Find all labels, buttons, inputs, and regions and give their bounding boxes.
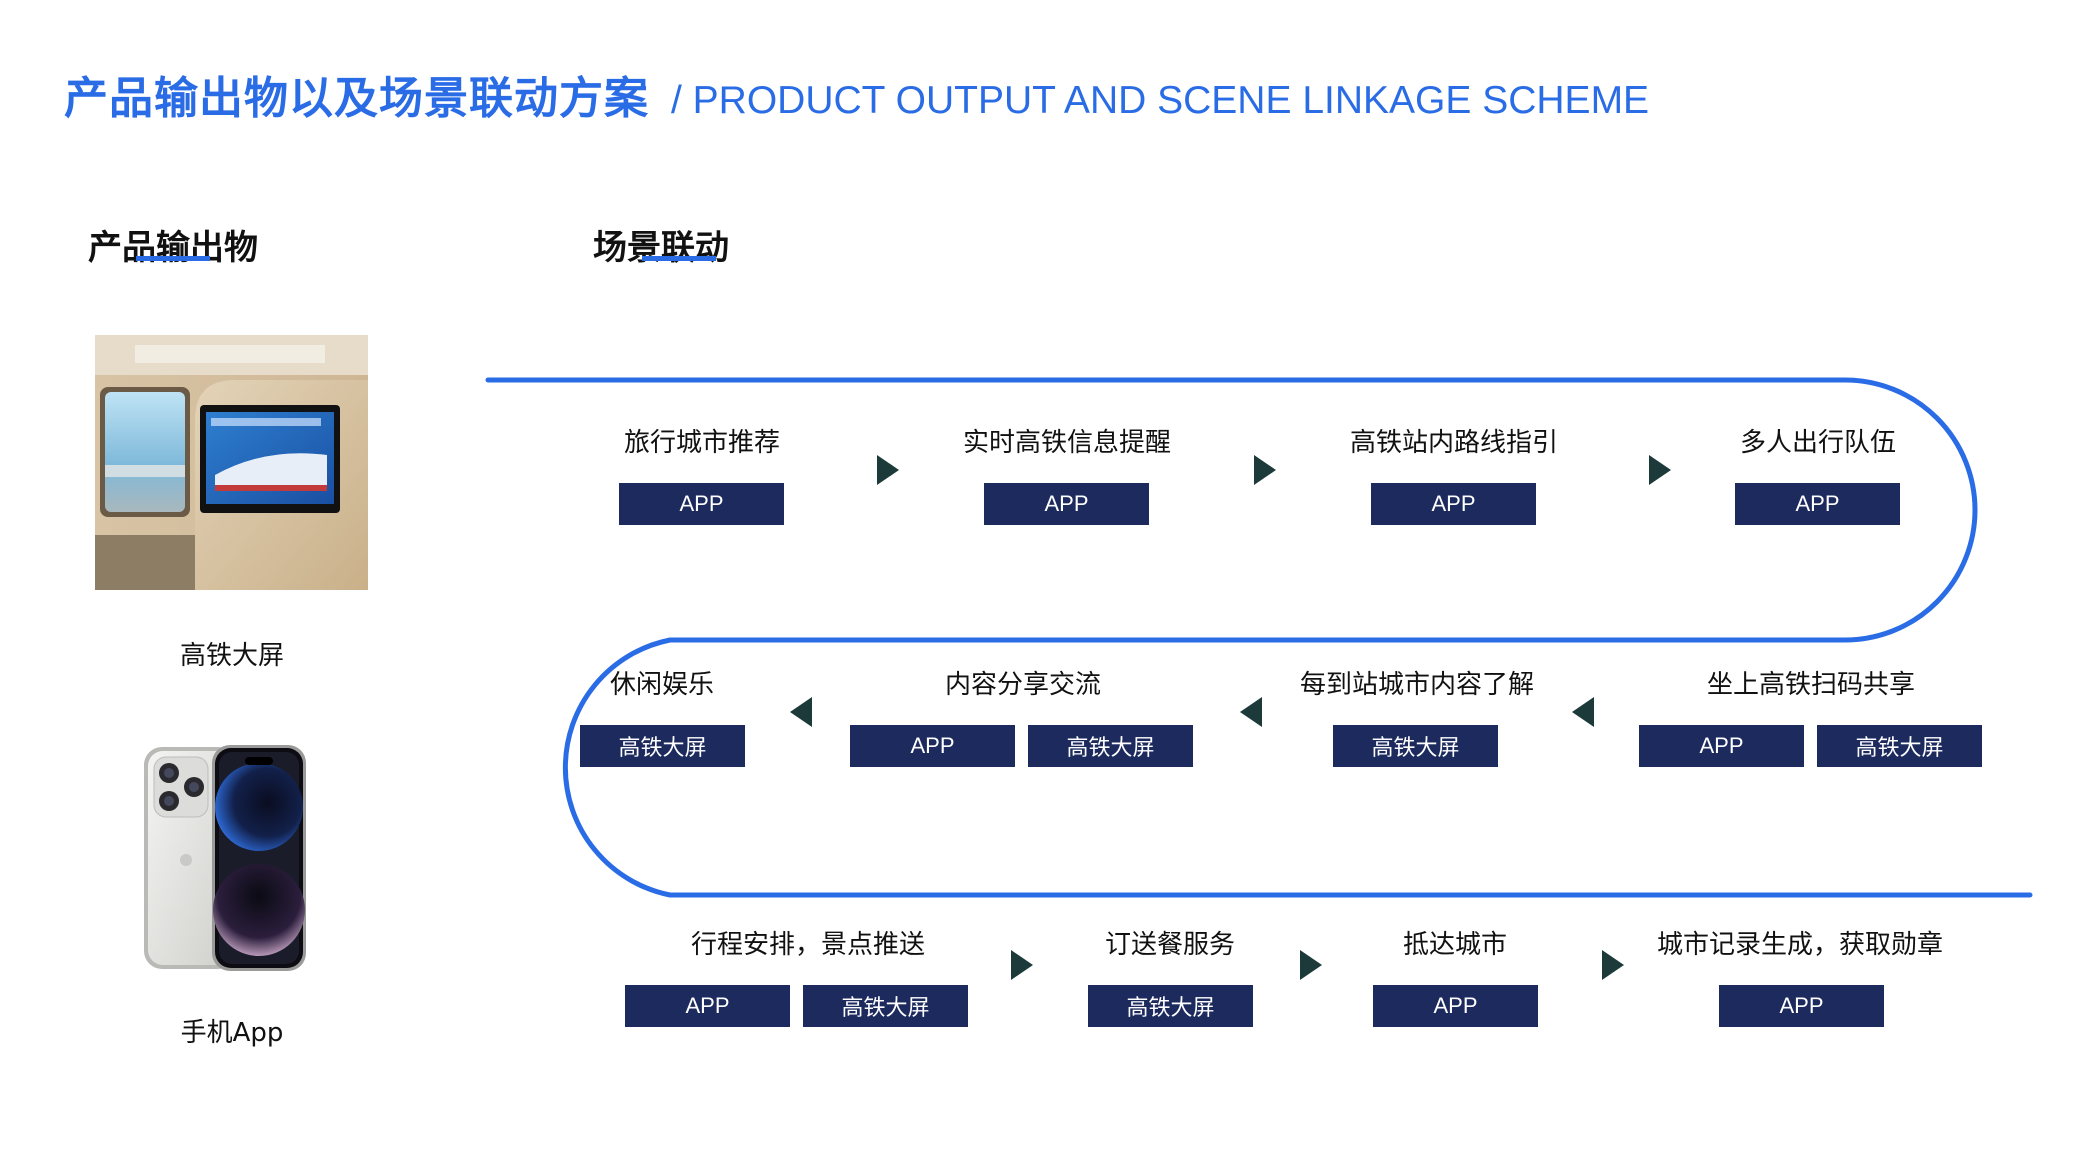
page-title-en: / PRODUCT OUTPUT AND SCENE LINKAGE SCHEM…	[671, 79, 1650, 122]
step-title: 每到站城市内容了解	[1299, 670, 1535, 700]
tag-app: APP	[984, 483, 1149, 525]
tag-train-screen: 高铁大屏	[580, 725, 745, 767]
product-label-phone-app: 手机App	[180, 1018, 284, 1048]
arrow-right-icon	[877, 455, 899, 485]
step-title: 抵达城市	[1402, 930, 1508, 960]
tag-train-screen: 高铁大屏	[1088, 985, 1253, 1027]
tag-train-screen: 高铁大屏	[803, 985, 968, 1027]
tag-app: APP	[1373, 985, 1538, 1027]
products-heading-underline	[136, 256, 210, 261]
flow-path-line	[485, 377, 2033, 898]
arrow-right-icon	[1300, 950, 1322, 980]
arrow-right-icon	[1602, 950, 1624, 980]
tag-app: APP	[619, 483, 784, 525]
scene-heading: 场景联动	[593, 228, 729, 268]
products-heading: 产品输出物	[88, 228, 258, 268]
train-screen-photo	[95, 335, 368, 590]
smartphone-photo	[144, 745, 306, 971]
arrow-right-icon	[1649, 455, 1671, 485]
arrow-right-icon	[1011, 950, 1033, 980]
step-title: 内容分享交流	[944, 670, 1102, 700]
tag-app: APP	[1735, 483, 1900, 525]
step-title: 多人出行队伍	[1739, 428, 1897, 458]
step-title: 城市记录生成，获取勋章	[1656, 930, 1944, 960]
tag-train-screen: 高铁大屏	[1333, 725, 1498, 767]
arrow-left-icon	[790, 697, 812, 727]
scene-heading-underline	[642, 256, 716, 261]
page-title-cn: 产品输出物以及场景联动方案	[64, 73, 649, 124]
product-label-train-screen: 高铁大屏	[179, 641, 284, 671]
tag-train-screen: 高铁大屏	[1817, 725, 1982, 767]
arrow-right-icon	[1254, 455, 1276, 485]
step-title: 高铁站内路线指引	[1349, 428, 1559, 458]
tag-app: APP	[850, 725, 1015, 767]
tag-app: APP	[1371, 483, 1536, 525]
tag-app: APP	[625, 985, 790, 1027]
step-title: 订送餐服务	[1104, 930, 1236, 960]
step-title: 实时高铁信息提醒	[962, 428, 1172, 458]
step-title: 休闲娱乐	[609, 670, 715, 700]
step-title: 行程安排，景点推送	[690, 930, 926, 960]
tag-app: APP	[1639, 725, 1804, 767]
tag-train-screen: 高铁大屏	[1028, 725, 1193, 767]
arrow-left-icon	[1240, 697, 1262, 727]
step-title: 旅行城市推荐	[623, 428, 781, 458]
tag-app: APP	[1719, 985, 1884, 1027]
arrow-left-icon	[1572, 697, 1594, 727]
step-title: 坐上高铁扫码共享	[1706, 670, 1916, 700]
page-title: 产品输出物以及场景联动方案 / PRODUCT OUTPUT AND SCENE…	[64, 62, 1649, 124]
